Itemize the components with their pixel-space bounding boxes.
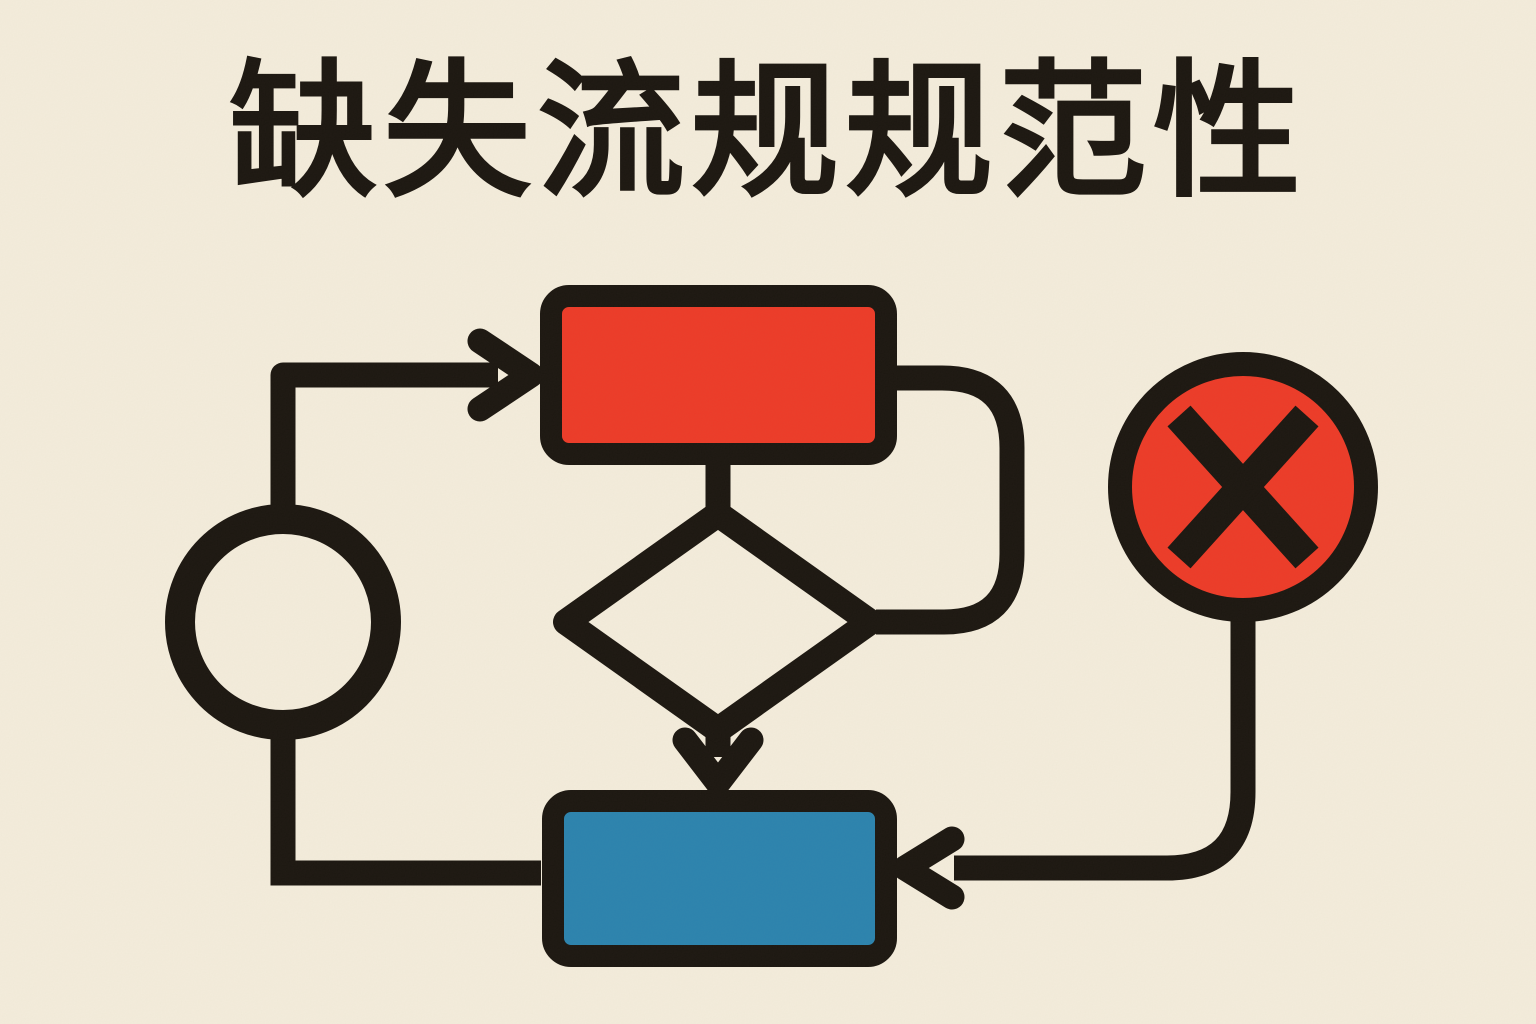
arrowhead-left-icon xyxy=(892,826,965,910)
decision-diamond-node xyxy=(553,501,883,743)
top-process-node xyxy=(540,285,897,465)
start-circle-node xyxy=(165,504,401,740)
connector-start-to-top-process xyxy=(270,362,498,516)
bottom-process-node xyxy=(542,790,897,967)
error-badge xyxy=(1108,352,1378,622)
connector-start-to-bottom-process xyxy=(270,732,541,886)
connector-error-to-bottom-process xyxy=(954,610,1256,881)
